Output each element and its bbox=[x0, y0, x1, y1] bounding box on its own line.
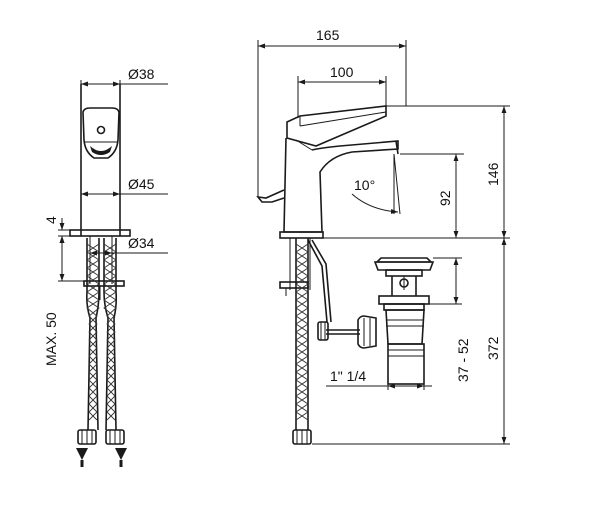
dim-spout-diameter: Ø38 bbox=[128, 66, 155, 82]
front-body bbox=[80, 84, 121, 236]
dim-total-height: 146 bbox=[485, 162, 501, 186]
side-base-plate bbox=[279, 231, 324, 239]
side-dimensions: 165 100 92 146 372 37 - 52 bbox=[257, 27, 510, 445]
pop-up-waste bbox=[357, 257, 435, 385]
front-flexible-hoses bbox=[77, 238, 125, 445]
side-flexible-hose bbox=[292, 238, 312, 445]
dim-waste-thread: 1" 1/4 bbox=[330, 368, 366, 384]
side-shank bbox=[279, 238, 311, 296]
dim-shank-diameter: Ø34 bbox=[128, 235, 155, 251]
front-view: Ø38 Ø45 Ø34 4 MAX. 50 bbox=[43, 66, 168, 467]
side-view: 165 100 92 146 372 37 - 52 bbox=[256, 27, 510, 445]
dim-max-counter-thickness: MAX. 50 bbox=[43, 312, 59, 366]
inlet-arrows bbox=[76, 448, 127, 467]
dim-body-diameter: Ø45 bbox=[128, 176, 155, 192]
side-body bbox=[256, 137, 399, 233]
side-lever-handle bbox=[286, 105, 387, 147]
dim-total-depth: 372 bbox=[485, 336, 501, 360]
front-spout-head bbox=[82, 107, 120, 159]
dim-top-thickness: 4 bbox=[43, 216, 59, 224]
front-base-plate bbox=[69, 229, 131, 237]
dim-waste-adjust: 37 - 52 bbox=[455, 338, 471, 382]
dim-total-length: 165 bbox=[316, 27, 340, 43]
dim-lever-angle: 10° bbox=[354, 177, 375, 193]
front-dimensions: Ø38 Ø45 Ø34 4 MAX. 50 bbox=[43, 66, 168, 366]
dim-spout-reach: 100 bbox=[330, 64, 354, 80]
dim-spout-height: 92 bbox=[437, 190, 453, 206]
pull-rod-linkage bbox=[307, 239, 360, 341]
